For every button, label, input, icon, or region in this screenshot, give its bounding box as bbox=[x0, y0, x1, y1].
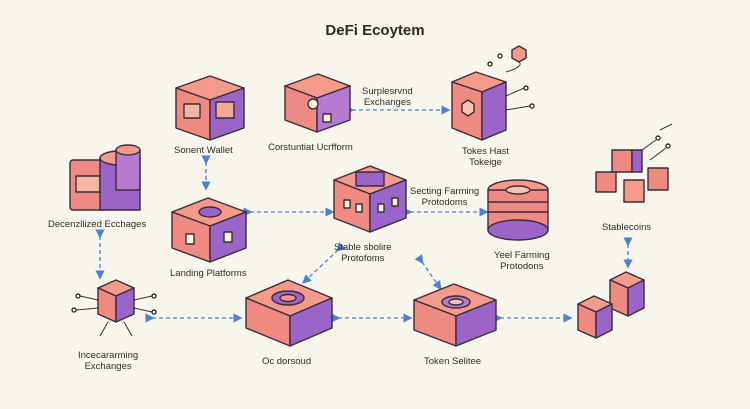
oc-dorsoud-block bbox=[245, 279, 333, 347]
sonent-wallet-block bbox=[175, 75, 245, 141]
label-oc-dorsoud: Oc dorsoud bbox=[262, 356, 312, 367]
label-tokes-hast: Tokes Hast Tokeige bbox=[462, 146, 509, 168]
decentralized-exchanges-block bbox=[69, 144, 141, 211]
label-sonent-wallet: Sonent Wallet bbox=[174, 145, 233, 156]
label-line: Protodons bbox=[500, 261, 544, 272]
label-line: Tokeige bbox=[469, 157, 502, 168]
label-line: Protodoms bbox=[421, 197, 468, 208]
label-stablecoins: Stablecoins bbox=[602, 222, 652, 233]
connector-center-oc bbox=[302, 242, 346, 284]
connector-center-token bbox=[414, 254, 442, 291]
label-token-selitee: Token Selitee bbox=[424, 356, 482, 367]
stacked-boxes-block bbox=[577, 271, 645, 339]
connectors bbox=[95, 105, 633, 323]
yeel-farming-block bbox=[487, 179, 549, 241]
label-landing-platforms: Landing Platforms bbox=[170, 268, 247, 279]
diagram-title: DeFi Ecoytem bbox=[325, 22, 425, 39]
label-line: Secting Farming bbox=[410, 186, 480, 197]
consortiat-platform-block bbox=[284, 73, 351, 133]
label-line: Yeel Farming bbox=[494, 250, 550, 261]
landing-platforms-block bbox=[171, 197, 247, 263]
label-decentralized-exchanges: Decenzllized Ecchages bbox=[48, 219, 147, 230]
stablecoins-block bbox=[595, 123, 673, 203]
label-yeel-farming: Yeel Farming Protodons bbox=[494, 250, 550, 272]
label-line: Exchanges bbox=[84, 361, 132, 372]
token-selitee-block bbox=[413, 283, 497, 347]
label-line: Tokes Hast bbox=[462, 146, 509, 157]
label-line: Surplesrvnd bbox=[362, 86, 413, 97]
label-line: Stable sbolire bbox=[334, 242, 392, 253]
label-incecararming-exchanges: Incecararming Exchanges bbox=[78, 350, 138, 372]
label-line: Exchanges bbox=[363, 97, 411, 108]
tokes-hast-block bbox=[451, 45, 535, 141]
label-surplus-exchanges: Surplesrvnd Exchanges bbox=[362, 86, 413, 108]
label-line: Protofoms bbox=[341, 253, 385, 264]
label-secting-farming: Secting Farming Protodoms bbox=[410, 186, 479, 208]
label-stable-protocols: Stable sbolire Protofoms bbox=[334, 242, 392, 264]
incecararming-block bbox=[71, 279, 157, 337]
label-line: Incecararming bbox=[78, 350, 139, 361]
label-consortiat-platform: Corstuntiat Ucrfform bbox=[268, 142, 353, 153]
stable-protocols-block bbox=[333, 165, 407, 233]
